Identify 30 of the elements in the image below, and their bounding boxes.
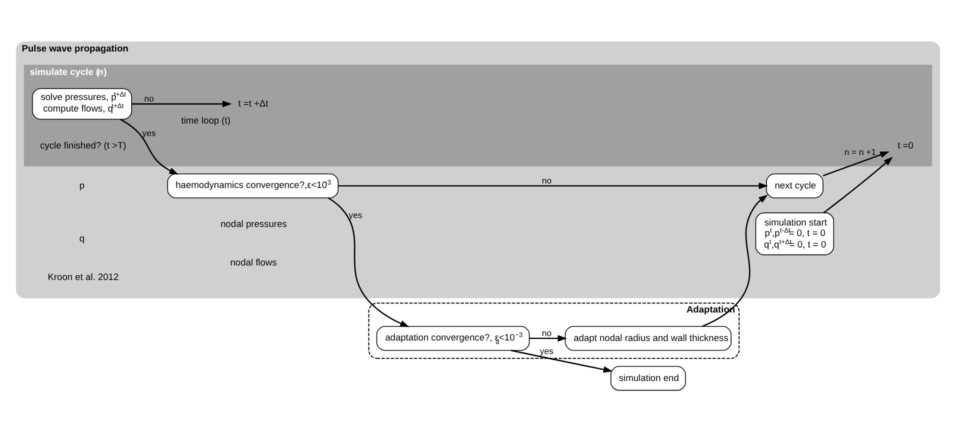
node-box: adaptation convergence?, ε$_{a}$<10$^{−3}$ bbox=[376, 326, 530, 350]
label: nodal pressures bbox=[220, 218, 287, 228]
node-box: next cycle bbox=[766, 172, 824, 198]
node-label: time loop (t) bbox=[181, 114, 230, 125]
edge-label: no bbox=[542, 327, 552, 338]
edge-label: yes bbox=[142, 128, 156, 138]
edge-label: n = n +1 bbox=[844, 146, 876, 156]
node-box: adapt nodal radius and wall thickness bbox=[564, 326, 732, 350]
edge-label: yes bbox=[348, 210, 362, 220]
label: cycle finished? (t >T) bbox=[40, 140, 126, 150]
node-box: simulation start p$^{t}$,p$^{t-Δt}$= 0, t = 0 q$^{t}$,q$^{t+Δt}$= 0, t = 0 bbox=[755, 212, 834, 255]
arrow bbox=[132, 100, 232, 107]
arrow bbox=[328, 196, 410, 327]
arrow bbox=[338, 182, 768, 189]
edge-label: no bbox=[144, 93, 154, 104]
label: Kroon et al. 2012 bbox=[48, 272, 119, 282]
arrow bbox=[702, 194, 768, 326]
arrow bbox=[823, 156, 893, 213]
label: nodal flows bbox=[230, 257, 277, 268]
node-text: t =0 bbox=[898, 140, 914, 150]
edge-label: yes bbox=[540, 345, 554, 356]
arrow bbox=[120, 118, 179, 174]
edge-label: no bbox=[542, 174, 552, 185]
arrow bbox=[529, 334, 568, 342]
arrow bbox=[822, 151, 890, 176]
label: p bbox=[79, 180, 85, 190]
node-box: simulation end bbox=[610, 365, 686, 390]
node-box: solve pressures, p$^{t+Δt}$ compute flows, q$^{t+Δt}$ bbox=[32, 88, 132, 120]
node-text: t =t +Δt bbox=[238, 98, 268, 108]
label: q bbox=[79, 233, 85, 244]
